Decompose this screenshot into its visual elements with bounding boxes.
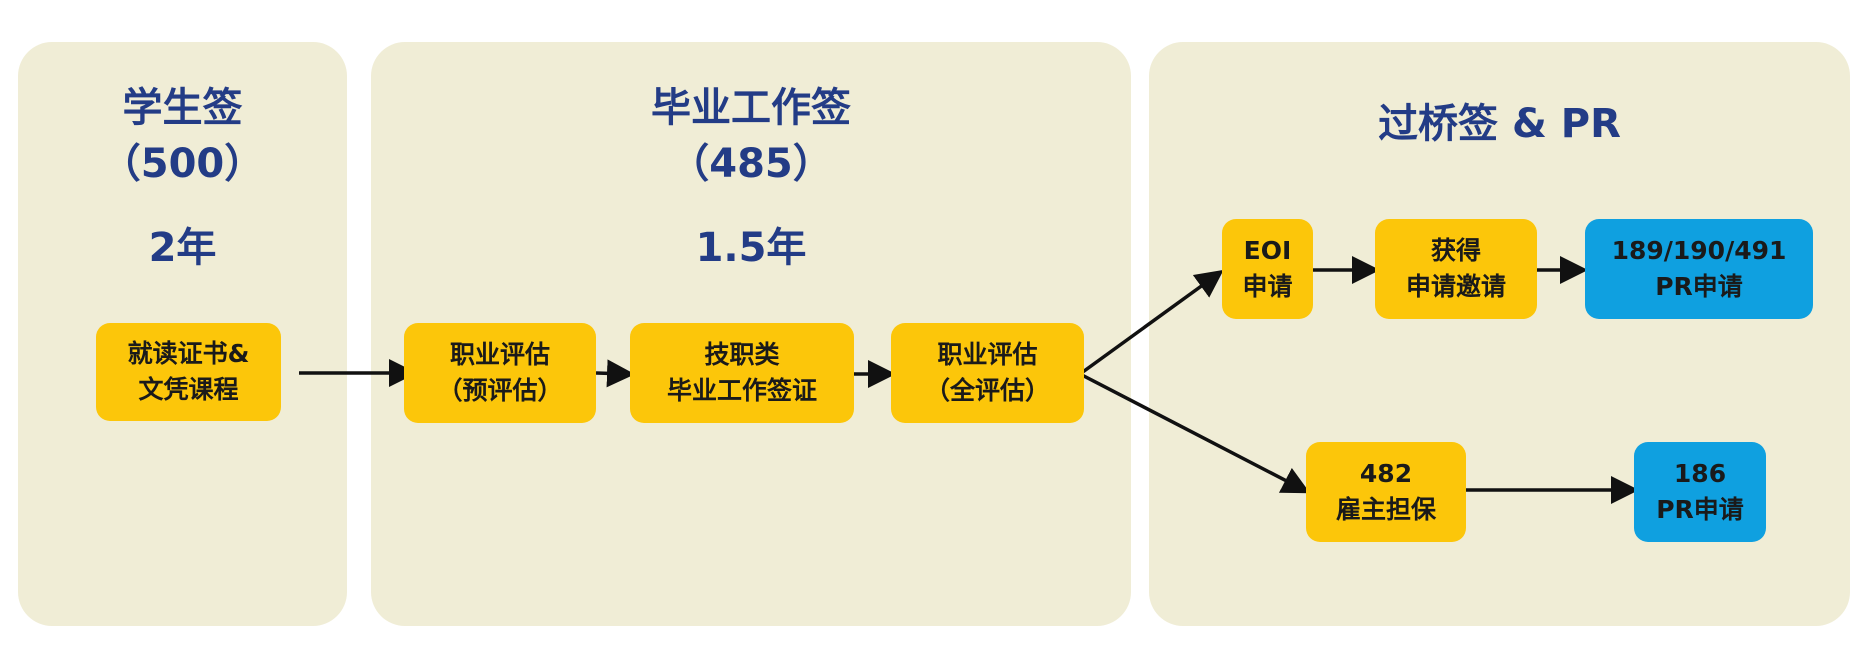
- node-line: 186: [1673, 458, 1727, 488]
- stage-code: （500）: [100, 141, 265, 187]
- node-line: 获得: [1430, 235, 1481, 265]
- stage-duration: 1.5年: [695, 225, 807, 271]
- node-line: 职业评估: [937, 339, 1038, 369]
- node-tss: 技职类毕业工作签证: [630, 323, 854, 423]
- node-line: 189/190/491: [1611, 235, 1787, 265]
- arrow: [595, 359, 635, 388]
- node-line: 职业评估: [449, 339, 550, 369]
- node-invitation: 获得申请邀请: [1375, 219, 1537, 319]
- node-line: EOI: [1243, 235, 1292, 265]
- node-pre-assessment: 职业评估 （预评估）: [404, 323, 596, 423]
- stage-title: 过桥签 & PR: [1378, 101, 1621, 147]
- stage-code: （485）: [669, 141, 833, 187]
- node-line: 毕业工作签证: [666, 376, 817, 405]
- node-line: 482: [1359, 458, 1413, 488]
- node-line: 文凭课程: [138, 375, 239, 404]
- node-line: （预评估）: [437, 376, 563, 405]
- stage-duration: 2年: [148, 225, 217, 271]
- node-line: PR申请: [1655, 272, 1743, 301]
- node-line: 雇主担保: [1335, 495, 1436, 524]
- node-full-assessment: 职业评估 （全评估）: [891, 323, 1084, 423]
- node-employer-sponsor: 482 雇主担保: [1306, 442, 1466, 542]
- node-line: （全评估）: [924, 376, 1050, 405]
- node-eoi: EOI 申请: [1222, 219, 1313, 319]
- stage-title: 毕业工作签: [651, 85, 851, 131]
- node-line: 申请: [1242, 272, 1293, 301]
- node-line: 申请邀请: [1405, 272, 1506, 301]
- node-line: 技职类: [704, 339, 780, 369]
- arrow: [1079, 372, 1311, 494]
- node-line: PR申请: [1656, 495, 1744, 524]
- node-study: 就读证书&文凭课程: [96, 323, 281, 421]
- stage-title: 学生签: [122, 85, 243, 131]
- arrow: [1078, 269, 1224, 376]
- node-line: 就读证书&: [127, 338, 250, 368]
